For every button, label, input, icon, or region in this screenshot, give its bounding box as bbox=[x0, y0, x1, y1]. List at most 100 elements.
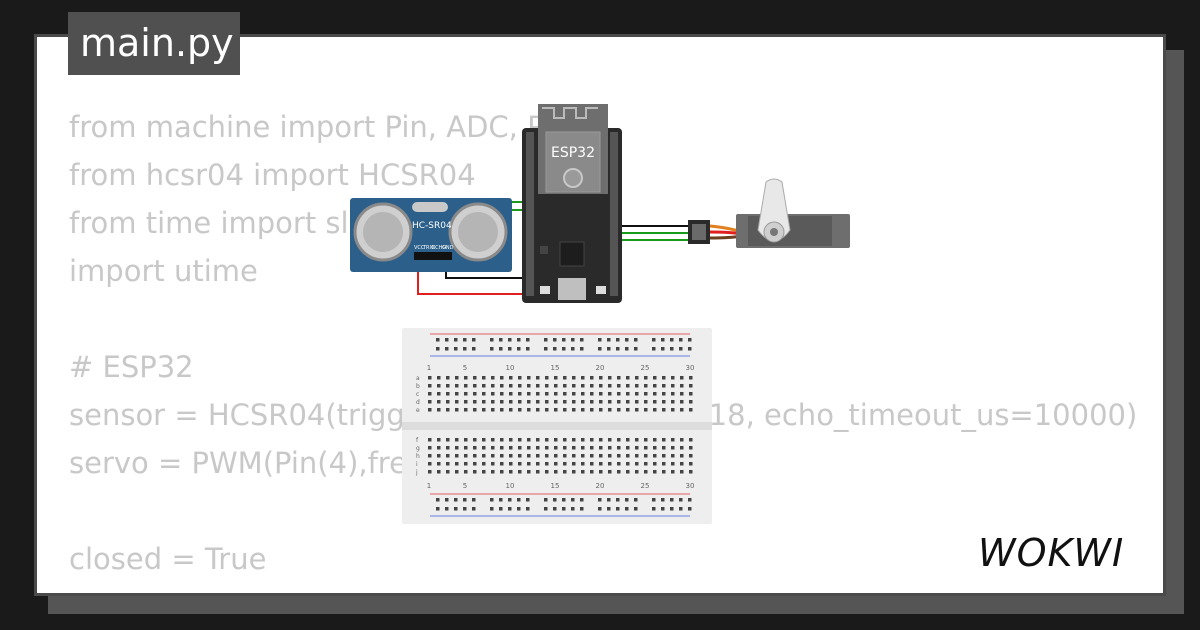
breadboard-hole bbox=[599, 454, 603, 458]
breadboard-row-label: h bbox=[416, 453, 420, 460]
breadboard-hole bbox=[688, 507, 692, 511]
breadboard-hole bbox=[661, 507, 665, 511]
esp32-board[interactable]: ESP32 bbox=[522, 104, 622, 303]
wokwi-logo[interactable]: WOKWI bbox=[976, 528, 1152, 578]
breadboard-hole bbox=[464, 392, 468, 396]
ultrasonic-sensor[interactable]: HC-SR04 VCC TRIG ECHO GND bbox=[350, 198, 512, 272]
breadboard-hole bbox=[527, 438, 531, 442]
breadboard-hole bbox=[689, 438, 693, 442]
breadboard-hole bbox=[662, 462, 666, 466]
breadboard-hole bbox=[491, 376, 495, 380]
breadboard-hole bbox=[626, 454, 630, 458]
breadboard-hole bbox=[571, 507, 575, 511]
breadboard-hole bbox=[644, 462, 648, 466]
breadboard-hole bbox=[679, 498, 683, 502]
breadboard-row-label: d bbox=[416, 399, 420, 406]
breadboard-hole bbox=[464, 408, 468, 412]
file-tab[interactable]: main.py bbox=[68, 12, 240, 75]
breadboard-hole bbox=[662, 408, 666, 412]
breadboard-hole bbox=[491, 408, 495, 412]
breadboard-row-label: e bbox=[416, 407, 420, 414]
breadboard-hole bbox=[616, 338, 620, 342]
breadboard-hole bbox=[517, 507, 521, 511]
breadboard-hole bbox=[500, 462, 504, 466]
breadboard-hole bbox=[437, 384, 441, 388]
breadboard-hole bbox=[473, 408, 477, 412]
breadboard-hole bbox=[472, 338, 476, 342]
breadboard-hole bbox=[446, 470, 450, 474]
breadboard-hole bbox=[680, 454, 684, 458]
breadboard-hole bbox=[580, 507, 584, 511]
breadboard-hole bbox=[571, 338, 575, 342]
breadboard-hole bbox=[536, 462, 540, 466]
breadboard-hole bbox=[473, 462, 477, 466]
breadboard-hole bbox=[563, 400, 567, 404]
breadboard-hole bbox=[482, 438, 486, 442]
breadboard-hole bbox=[482, 376, 486, 380]
breadboard-hole bbox=[500, 454, 504, 458]
breadboard-hole bbox=[652, 498, 656, 502]
breadboard-hole bbox=[446, 376, 450, 380]
breadboard-hole bbox=[545, 438, 549, 442]
breadboard-hole bbox=[445, 507, 449, 511]
breadboard-hole bbox=[446, 392, 450, 396]
breadboard-hole bbox=[671, 454, 675, 458]
breadboard-hole bbox=[473, 470, 477, 474]
breadboard-hole bbox=[491, 446, 495, 450]
servo-motor[interactable] bbox=[688, 178, 850, 248]
breadboard-hole bbox=[472, 507, 476, 511]
breadboard-hole bbox=[572, 392, 576, 396]
breadboard-hole bbox=[599, 408, 603, 412]
breadboard-hole bbox=[545, 470, 549, 474]
breadboard-hole bbox=[572, 384, 576, 388]
breadboard-hole bbox=[599, 438, 603, 442]
sensor-pin-trig: TRIG bbox=[422, 245, 435, 251]
breadboard-hole bbox=[616, 498, 620, 502]
breadboard-hole bbox=[544, 338, 548, 342]
breadboard-hole bbox=[634, 338, 638, 342]
sensor-pin-gnd: GND bbox=[442, 245, 454, 251]
breadboard-hole bbox=[563, 462, 567, 466]
breadboard-hole bbox=[607, 338, 611, 342]
breadboard-hole bbox=[499, 498, 503, 502]
breadboard-hole bbox=[445, 498, 449, 502]
breadboard-hole bbox=[572, 408, 576, 412]
breadboard-hole bbox=[482, 446, 486, 450]
breadboard-hole bbox=[563, 384, 567, 388]
breadboard-hole bbox=[608, 400, 612, 404]
breadboard-hole bbox=[545, 454, 549, 458]
breadboard-hole bbox=[581, 454, 585, 458]
breadboard-column-label: 30 bbox=[686, 364, 695, 372]
breadboard-hole bbox=[473, 376, 477, 380]
breadboard-hole bbox=[482, 392, 486, 396]
breadboard-hole bbox=[482, 400, 486, 404]
breadboard-hole bbox=[526, 338, 530, 342]
breadboard-row-label: a bbox=[416, 375, 420, 382]
breadboard-hole bbox=[653, 384, 657, 388]
breadboard-hole bbox=[536, 446, 540, 450]
breadboard-column-label: 25 bbox=[641, 482, 650, 490]
breadboard-hole bbox=[652, 338, 656, 342]
breadboard-hole bbox=[482, 384, 486, 388]
breadboard-hole bbox=[473, 400, 477, 404]
breadboard-hole bbox=[446, 438, 450, 442]
breadboard-hole bbox=[437, 408, 441, 412]
breadboard-hole bbox=[688, 347, 692, 351]
breadboard-hole bbox=[581, 384, 585, 388]
breadboard-hole bbox=[527, 376, 531, 380]
breadboard-hole bbox=[563, 408, 567, 412]
breadboard-hole bbox=[626, 400, 630, 404]
breadboard-hole bbox=[626, 470, 630, 474]
breadboard-hole bbox=[680, 392, 684, 396]
breadboard-hole bbox=[563, 454, 567, 458]
breadboard-hole bbox=[590, 392, 594, 396]
breadboard-hole bbox=[518, 384, 522, 388]
breadboard-hole bbox=[500, 384, 504, 388]
breadboard-hole bbox=[635, 376, 639, 380]
breadboard-hole bbox=[671, 392, 675, 396]
breadboard-column-label: 1 bbox=[427, 482, 431, 490]
breadboard-hole bbox=[536, 376, 540, 380]
breadboard-hole bbox=[644, 454, 648, 458]
